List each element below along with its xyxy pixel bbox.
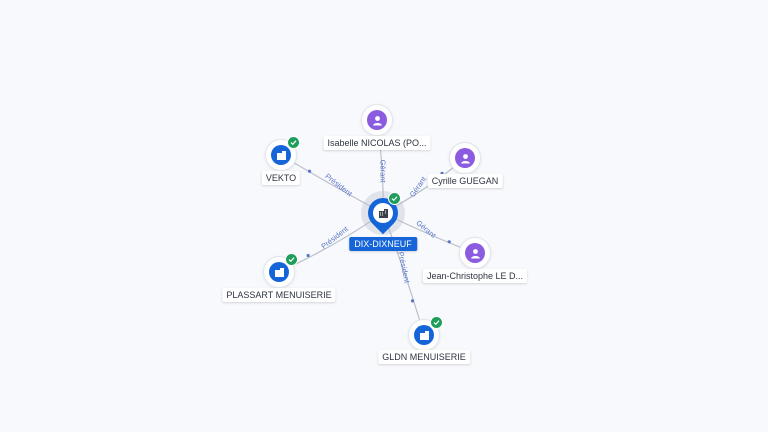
building-icon [414, 325, 434, 345]
person-icon [367, 110, 387, 130]
person-node-circle[interactable] [459, 237, 491, 269]
person-node-circle[interactable] [449, 142, 481, 174]
verified-check-icon [287, 136, 300, 149]
edge-arrow-vekto [307, 169, 312, 173]
center-node-label[interactable]: DIX-DIXNEUF [349, 237, 417, 251]
company-node-circle[interactable] [265, 136, 300, 171]
node-label-cyrille[interactable]: Cyrille GUEGAN [427, 174, 503, 188]
verified-check-icon [430, 316, 443, 329]
node-gldn[interactable] [408, 316, 443, 351]
center-node[interactable] [361, 191, 405, 235]
verified-check-icon [388, 192, 401, 205]
edge-arrow-jean [447, 240, 451, 244]
node-label-isabelle[interactable]: Isabelle NICOLAS (PO... [323, 136, 431, 150]
node-vekto[interactable] [265, 136, 300, 171]
edge-label-vekto: Président [323, 172, 354, 199]
map-pin-icon[interactable] [361, 191, 405, 235]
node-label-vekto[interactable]: VEKTO [261, 171, 301, 185]
node-jean[interactable] [459, 237, 491, 269]
person-node-circle[interactable] [361, 104, 393, 136]
node-cyrille[interactable] [449, 142, 481, 174]
node-label-plassart[interactable]: PLASSART MENUISERIE [222, 288, 336, 302]
person-icon [455, 148, 475, 168]
node-label-jean[interactable]: Jean-Christophe LE D... [422, 269, 528, 283]
building-icon [373, 203, 393, 223]
building-icon [269, 262, 289, 282]
edge-arrow-gldn [410, 299, 415, 303]
person-icon [465, 243, 485, 263]
company-node-circle[interactable] [263, 253, 298, 288]
edge-label-gldn: Président [396, 251, 412, 285]
edge-label-isabelle: Gérant [378, 160, 387, 184]
building-icon [271, 145, 291, 165]
edge-arrow-plassart [306, 253, 310, 258]
edge-label-cyrille: Gérant [408, 174, 429, 199]
node-plassart[interactable] [263, 253, 298, 288]
company-node-circle[interactable] [408, 316, 443, 351]
center-node-halo [361, 191, 405, 235]
verified-check-icon [285, 253, 298, 266]
node-label-gldn[interactable]: GLDN MENUISERIE [378, 350, 470, 364]
node-isabelle[interactable] [361, 104, 393, 136]
